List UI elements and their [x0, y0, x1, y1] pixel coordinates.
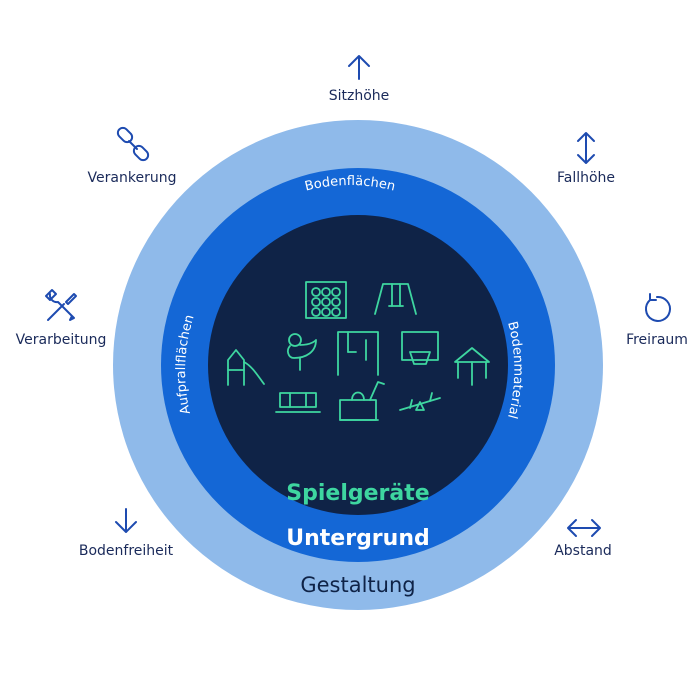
ring-label-top: Bodenflächen	[303, 174, 396, 195]
carousel-icon	[454, 347, 490, 386]
arrow-left-right-icon	[567, 519, 601, 537]
center-label-untergrund: Untergrund	[286, 526, 429, 551]
outer-item-label: Verarbeitung	[15, 332, 107, 348]
tools-icon	[45, 289, 77, 321]
inner-circle	[208, 215, 508, 515]
seesaw-icon	[399, 392, 441, 411]
digger-icon	[339, 381, 385, 421]
tunnel-icon	[275, 392, 321, 413]
climbing-net-icon	[305, 281, 347, 319]
ring-label-right: Bodenmaterial	[504, 320, 525, 420]
center-label-gestaltung: Gestaltung	[300, 573, 415, 597]
outer-item-label: Freiraum	[626, 332, 688, 348]
arrow-up-icon	[348, 55, 370, 80]
basketball-hoop-icon	[401, 331, 439, 365]
swing-icon	[374, 283, 417, 315]
spring-rider-icon	[287, 333, 317, 371]
outer-item-label: Sitzhöhe	[328, 88, 390, 104]
horizontal-bar-icon	[337, 331, 379, 376]
chain-icon	[116, 126, 150, 162]
arrow-up-down-icon	[577, 132, 595, 164]
rotate-icon	[645, 293, 671, 322]
center-label-spielgeraete: Spielgeräte	[286, 481, 429, 506]
arrow-down-icon	[115, 508, 137, 533]
outer-item-label: Bodenfreiheit	[78, 543, 174, 559]
slide-icon	[227, 349, 265, 386]
outer-item-label: Abstand	[554, 543, 612, 559]
outer-item-label: Verankerung	[87, 170, 177, 186]
outer-item-label: Fallhöhe	[556, 170, 616, 186]
